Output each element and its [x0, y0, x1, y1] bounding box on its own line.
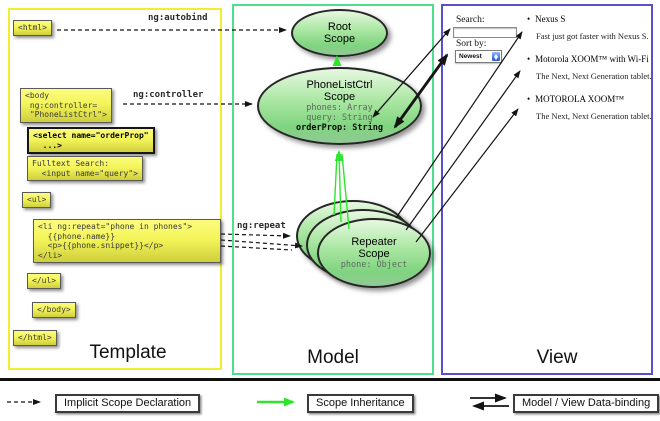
model-column: Model	[232, 4, 434, 375]
ng-controller-label: ng:controller	[133, 90, 204, 100]
code-box-li-repeat: <li ng:repeat="phone in phones"> {{phone…	[33, 219, 221, 263]
code-box-ul-open: <ul>	[22, 192, 52, 208]
legend-implicit-scope-declaration: Implicit Scope Declaration	[55, 394, 201, 413]
product-title: Nexus S	[535, 14, 566, 24]
code-box-html-open: <html>	[13, 20, 52, 36]
legend-model-view-databinding: Model / View Data-binding	[513, 394, 660, 413]
model-column-label: Model	[307, 347, 359, 368]
template-column-label: Template	[89, 342, 167, 363]
list-item: • MOTOROLA XOOM™ The Next, Next Generatio…	[527, 94, 655, 121]
product-title: Motorola XOOM™ with Wi-Fi	[535, 54, 649, 64]
ng-autobind-label: ng:autobind	[148, 13, 208, 23]
product-desc: The Next, Next Generation tablet.	[536, 111, 652, 121]
list-item: • Nexus S Fast just got faster with Nexus…	[527, 14, 655, 41]
code-box-body-close: </body>	[32, 302, 76, 318]
view-column-label: View	[536, 347, 578, 368]
code-box-fulltext-search: Fulltext Search: <input name="query">	[27, 156, 143, 181]
ng-repeat-label: ng:repeat	[237, 221, 286, 231]
legend-divider	[0, 378, 660, 381]
code-box-ul-close: </ul>	[27, 273, 62, 289]
sort-dropdown[interactable]: Newest	[455, 50, 502, 63]
dropdown-stepper-icon	[492, 52, 500, 61]
bullet-icon: •	[527, 94, 531, 104]
bullet-icon: •	[527, 14, 531, 24]
phonelistctrl-scope-ellipse: PhoneListCtrl Scope phones: Array query:…	[257, 67, 422, 145]
search-input[interactable]	[453, 27, 517, 38]
code-box-body-open: <body ng:controller= "PhoneListCtrl">	[20, 88, 112, 123]
bullet-icon: •	[527, 54, 531, 64]
list-item: • Motorola XOOM™ with Wi-Fi The Next, Nex…	[527, 54, 655, 81]
code-box-html-close: </html>	[13, 330, 57, 346]
repeater-scope-ellipse-front: Repeater Scope phone: Object	[317, 218, 431, 288]
code-box-select: <select name="orderProp" ...>	[27, 127, 155, 154]
product-desc: The Next, Next Generation tablet.	[536, 71, 652, 81]
legend-scope-inheritance: Scope Inheritance	[307, 394, 414, 413]
product-desc: Fast just got faster with Nexus S.	[536, 31, 649, 41]
root-scope-ellipse: Root Scope	[291, 9, 388, 57]
search-label: Search:	[456, 15, 485, 25]
sort-by-label: Sort by:	[456, 39, 487, 49]
product-title: MOTOROLA XOOM™	[535, 94, 625, 104]
